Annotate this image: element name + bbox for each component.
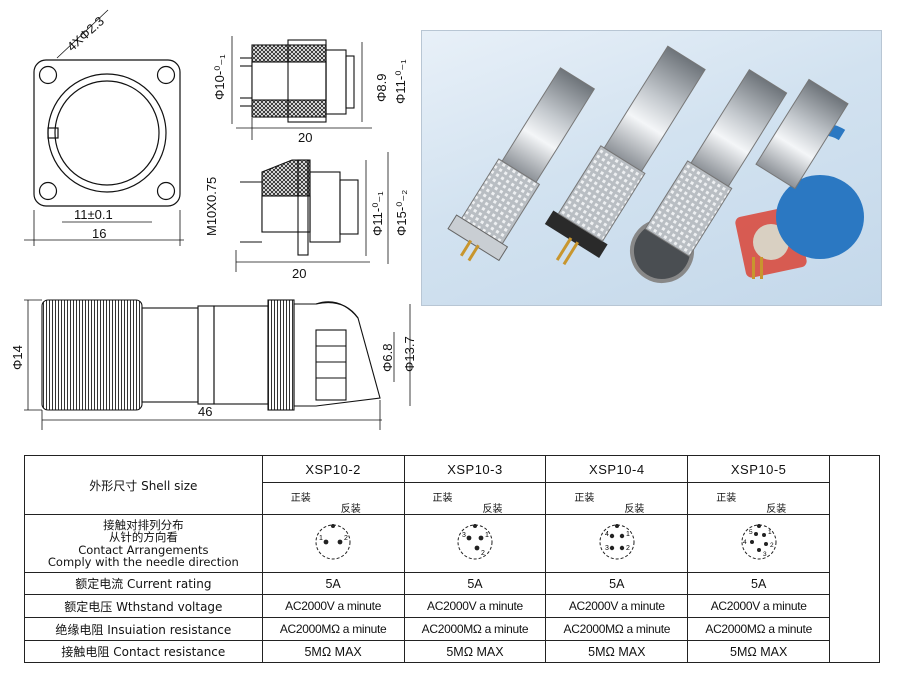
svg-text:3: 3 [605, 545, 609, 552]
table-row: 接触对排列分布 从针的方向看 Contact Arrangements Comp… [24, 514, 880, 573]
dim-flange-width: 16 [92, 226, 106, 241]
svg-text:3: 3 [763, 551, 767, 558]
connector-photo-2 [544, 45, 706, 266]
technical-drawing: 4XΦ2.3 11±0.1 16 Φ10-⁰₋₁ Φ8.9 Φ11-⁰₋₁ 20… [10, 9, 417, 430]
row-label: 接触电阻 Contact resistance [24, 640, 263, 663]
dim-cable-d14: Φ14 [10, 345, 25, 370]
table-row: 接触电阻 Contact resistance 5MΩ MAX 5MΩ MAX … [24, 640, 880, 663]
dim-flange-holes: 4XΦ2.3 [64, 13, 107, 54]
svg-text:1: 1 [626, 531, 630, 538]
table-cell: 5A [261, 572, 405, 595]
row-label: 绝缘电阻 Insuiation resistance [24, 617, 263, 641]
mount-labels: 正装反装 [574, 492, 645, 515]
mount-labels: 正装反装 [716, 492, 787, 515]
dim-receptacle-d11: Φ11-⁰₋₁ [370, 191, 385, 236]
table-cell: 5A [403, 572, 547, 595]
plug-side-view [231, 36, 372, 140]
dim-cable-len: 46 [198, 404, 212, 419]
dim-plug-d8-9: Φ8.9 [374, 74, 389, 102]
dim-plug-d11: Φ11-⁰₋₁ [393, 59, 408, 104]
table-row: 绝缘电阻 Insuiation resistance AC2000MΩ a mi… [24, 617, 880, 641]
mount-labels: 正装反装 [290, 492, 361, 515]
pin-layout-3: 3 1 2 [403, 514, 547, 573]
table-cell: AC2000V a minute [403, 594, 547, 618]
svg-text:2: 2 [626, 545, 630, 552]
dim-plug-d10: Φ10-⁰₋₁ [212, 54, 227, 100]
table-cell: AC2000V a minute [687, 594, 831, 618]
svg-text:5: 5 [749, 529, 753, 536]
model-header: XSP10-4 [545, 455, 689, 483]
dim-receptacle-thread: M10X0.75 [204, 177, 219, 236]
table-cell: AC2000V a minute [261, 594, 405, 618]
table-cell: AC2000MΩ a minute [687, 617, 831, 641]
svg-text:3: 3 [462, 532, 466, 539]
dim-plug-len: 20 [298, 130, 312, 145]
table-cell: 5MΩ MAX [687, 640, 831, 663]
table-cell: AC2000V a minute [545, 594, 689, 618]
svg-text:4: 4 [743, 539, 747, 546]
contact-arrangement-label: 接触对排列分布 从针的方向看 Contact Arrangements Comp… [24, 514, 263, 573]
table-cell: AC2000MΩ a minute [545, 617, 689, 641]
flange-view [24, 9, 184, 246]
table-cell: 5A [545, 572, 689, 595]
receptacle-side-view [235, 152, 389, 272]
row-label: 额定电压 Wthstand voltage [24, 594, 263, 618]
svg-text:2: 2 [770, 542, 774, 549]
connector-photo-4 [735, 78, 864, 279]
shell-size-label: 外形尺寸 Shell size [24, 455, 263, 515]
table-row: 正装反装 正装反装 正装反装 正装反装 [25, 482, 880, 515]
svg-text:1: 1 [319, 535, 323, 542]
table-cell: 5A [687, 572, 831, 595]
table-row: 额定电流 Current rating 5A 5A 5A 5A [24, 572, 880, 595]
dim-cable-d6-8: Φ6.8 [380, 344, 395, 372]
spec-table: 外形尺寸 Shell size XSP10-2 XSP10-3 XSP10-4 … [24, 455, 880, 663]
product-photo [421, 30, 882, 306]
table-cell: 5MΩ MAX [403, 640, 547, 663]
pin-layout-4: 4 1 3 2 [545, 514, 689, 573]
svg-text:4: 4 [605, 531, 609, 538]
dim-flange-inner: 11±0.1 [74, 207, 113, 222]
dim-receptacle-len: 20 [292, 266, 306, 281]
table-cell: 5MΩ MAX [261, 640, 405, 663]
connector-photo-3 [630, 69, 788, 283]
model-header: XSP10-5 [687, 455, 831, 483]
svg-text:1: 1 [485, 532, 489, 539]
svg-text:2: 2 [481, 550, 485, 557]
model-header: XSP10-3 [403, 455, 547, 483]
table-row: 外形尺寸 Shell size XSP10-2 XSP10-3 XSP10-4 … [24, 455, 880, 663]
svg-text:2: 2 [344, 535, 348, 542]
mount-labels: 正装反装 [432, 492, 503, 515]
table-cell: 5MΩ MAX [545, 640, 689, 663]
connector-photo-1 [447, 67, 596, 262]
table-cell: AC2000MΩ a minute [403, 617, 547, 641]
cable-plug-view [24, 299, 411, 430]
dim-receptacle-d15: Φ15-⁰₋₂ [394, 190, 409, 236]
table-spacer-cell [829, 455, 880, 663]
svg-text:1: 1 [768, 529, 772, 536]
table-row: 额定电压 Wthstand voltage AC2000V a minute A… [24, 594, 880, 618]
model-header: XSP10-2 [261, 455, 405, 483]
dim-cable-d13-7: Φ13.7 [402, 336, 417, 372]
table-cell: AC2000MΩ a minute [261, 617, 405, 641]
row-label: 额定电流 Current rating [24, 572, 263, 595]
